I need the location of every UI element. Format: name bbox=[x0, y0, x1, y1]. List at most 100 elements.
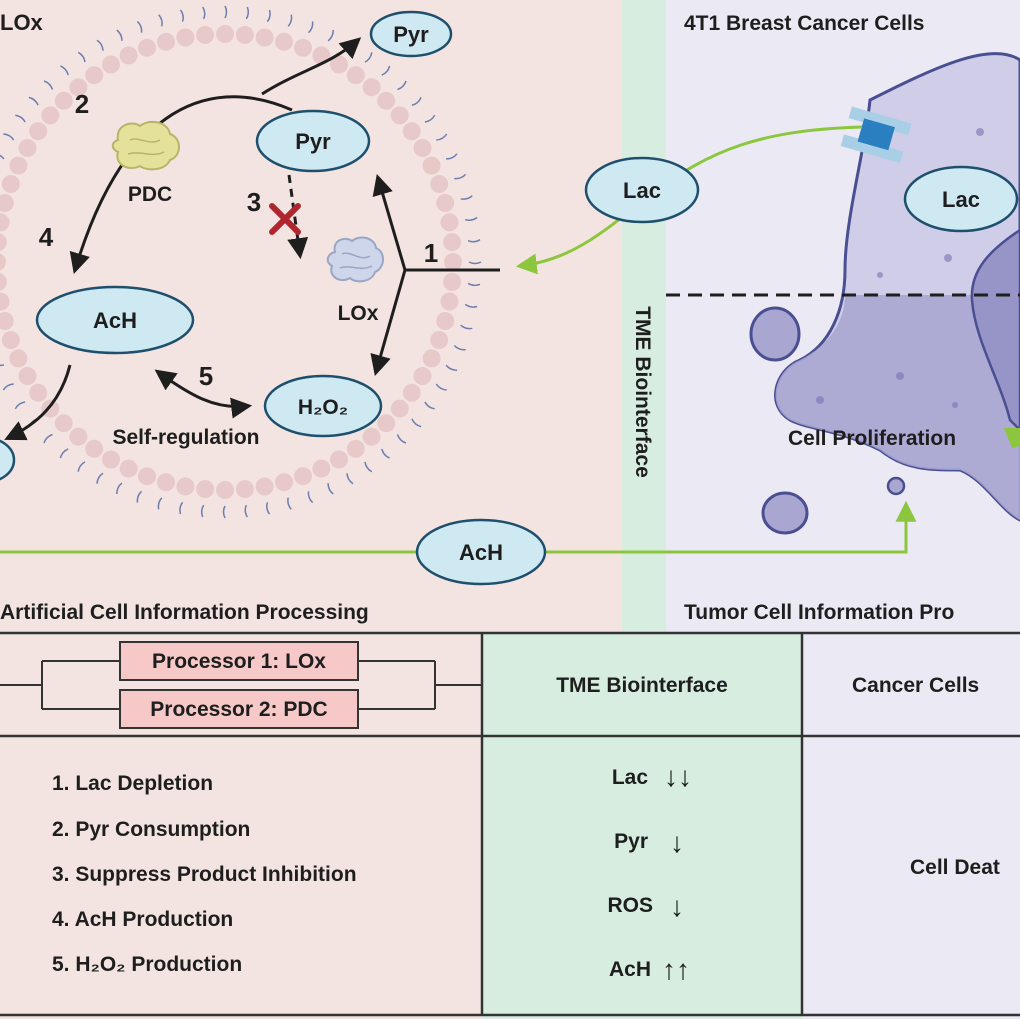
lipid-tail bbox=[222, 505, 226, 519]
cell-granule bbox=[816, 396, 824, 404]
lipid-head bbox=[69, 427, 88, 446]
lipid-tail bbox=[467, 282, 481, 287]
lipid-head bbox=[0, 233, 7, 251]
lipid-tail bbox=[158, 14, 163, 27]
processor-1-box bbox=[119, 641, 359, 681]
cell-granule bbox=[952, 402, 958, 408]
lipid-head bbox=[294, 467, 312, 486]
lipid-tail bbox=[202, 6, 206, 20]
pyr-export-arrow bbox=[261, 37, 362, 96]
lipid-head bbox=[29, 122, 48, 141]
step1-to-h2o2-arrow bbox=[370, 269, 407, 377]
lipid-tail bbox=[364, 461, 373, 473]
cancer-outcome: Cell Deat bbox=[910, 856, 1000, 879]
lipid-tail bbox=[96, 472, 104, 484]
self-regulation-label: Self-regulation bbox=[112, 426, 259, 449]
tme-vertical-label: TME Biointerface bbox=[631, 306, 654, 478]
lipid-head bbox=[390, 106, 409, 125]
cancer-cell-lower-region bbox=[775, 295, 1020, 520]
change-arrows: ↓↓ bbox=[664, 761, 692, 792]
lipid-head bbox=[443, 233, 462, 252]
tme-biointerface-band bbox=[622, 0, 666, 632]
step-3-label: 3 bbox=[247, 187, 261, 217]
lipid-head bbox=[0, 312, 14, 330]
change-arrows: ↓ bbox=[670, 891, 684, 922]
lipid-head bbox=[18, 139, 37, 157]
lipid-head bbox=[0, 253, 6, 271]
lipid-head bbox=[346, 439, 365, 458]
lipid-tail bbox=[436, 133, 448, 141]
inhibition-x-icon bbox=[269, 203, 301, 235]
lox-label: LOx bbox=[338, 302, 379, 325]
lipid-head bbox=[422, 349, 441, 368]
lipid-head bbox=[430, 175, 449, 193]
processor-2-label: Processor 2: PDC bbox=[150, 698, 327, 721]
ach-internal-label: AcH bbox=[93, 308, 137, 333]
step-5-label: 5 bbox=[199, 361, 213, 391]
cell-granule bbox=[896, 372, 904, 380]
lipid-tail bbox=[3, 133, 15, 141]
step-2-label: 2 bbox=[75, 89, 89, 119]
lipid-tail bbox=[2, 383, 14, 391]
change-arrows: ↑↑ bbox=[662, 954, 690, 985]
lipid-head bbox=[102, 55, 120, 74]
lipid-head bbox=[402, 122, 421, 141]
lipid-tail bbox=[453, 344, 466, 351]
lipid-head bbox=[312, 459, 331, 478]
lipid-head bbox=[330, 55, 348, 74]
lipid-tail bbox=[396, 434, 407, 444]
lac-node bbox=[584, 156, 700, 224]
lipid-tail bbox=[179, 9, 184, 22]
right-section-title: Tumor Cell Information Pro bbox=[684, 601, 954, 624]
lipid-tail bbox=[43, 80, 54, 90]
lipid-head bbox=[1, 175, 20, 193]
function-item: 2. Pyr Consumption bbox=[52, 818, 250, 841]
lipid-tail bbox=[435, 383, 447, 391]
ach-delivery-label: AcH bbox=[459, 540, 503, 565]
lipid-tail bbox=[200, 504, 205, 518]
cell-proliferation-label: Cell Proliferation bbox=[788, 427, 956, 450]
pdc-label: PDC bbox=[128, 183, 172, 206]
lipid-tail bbox=[465, 216, 478, 221]
function-item: 4. AcH Production bbox=[52, 908, 233, 931]
lipid-head bbox=[196, 480, 215, 499]
processor-circuit bbox=[0, 660, 482, 710]
change-name: Pyr bbox=[614, 830, 648, 853]
lipid-head bbox=[176, 28, 195, 47]
lipid-tail bbox=[266, 502, 271, 515]
lipid-head bbox=[176, 477, 195, 496]
lipid-head bbox=[436, 312, 455, 330]
lipid-tail bbox=[157, 497, 163, 510]
lipid-bilayer bbox=[0, 5, 482, 519]
lipid-tail bbox=[14, 401, 26, 410]
lipid-head bbox=[54, 414, 73, 433]
lipid-head bbox=[0, 194, 14, 212]
cell-granule bbox=[976, 128, 984, 136]
lipid-head bbox=[422, 156, 441, 175]
lipid-tail bbox=[424, 114, 436, 123]
lipid-tail bbox=[460, 195, 473, 200]
cell-fragment bbox=[886, 476, 906, 496]
lipid-head bbox=[362, 427, 381, 446]
function-item: 3. Suppress Product Inhibition bbox=[52, 863, 357, 886]
lipid-tail bbox=[327, 29, 334, 42]
lipid-tail bbox=[446, 153, 458, 160]
lipid-head bbox=[440, 213, 459, 232]
lipid-tail bbox=[411, 418, 422, 428]
lipid-tail bbox=[381, 65, 391, 76]
lipid-head bbox=[402, 383, 421, 402]
ach-delivery-node bbox=[415, 518, 547, 586]
step-1-label: 1 bbox=[424, 238, 438, 268]
tme-table-header: TME Biointerface bbox=[556, 674, 728, 697]
lipid-tail bbox=[327, 483, 334, 495]
lipid-head bbox=[41, 106, 60, 125]
lipid-tail bbox=[59, 448, 69, 459]
processor-2-box bbox=[119, 689, 359, 729]
lipid-tail bbox=[307, 21, 314, 34]
lipid-tail bbox=[364, 52, 373, 63]
lipid-head bbox=[1, 331, 20, 349]
lipid-head bbox=[430, 331, 449, 349]
function-item: 1. Lac Depletion bbox=[52, 772, 213, 795]
self-regulation-arrow bbox=[154, 369, 253, 419]
